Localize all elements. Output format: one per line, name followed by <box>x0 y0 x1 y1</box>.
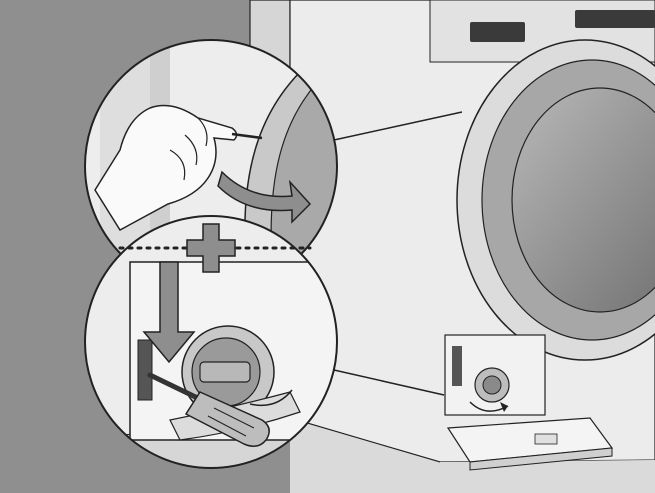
drain-hose-clip <box>452 346 462 386</box>
control-slot-1 <box>470 22 525 42</box>
hose-clip-detail <box>138 340 152 400</box>
control-slot-2 <box>575 10 655 28</box>
